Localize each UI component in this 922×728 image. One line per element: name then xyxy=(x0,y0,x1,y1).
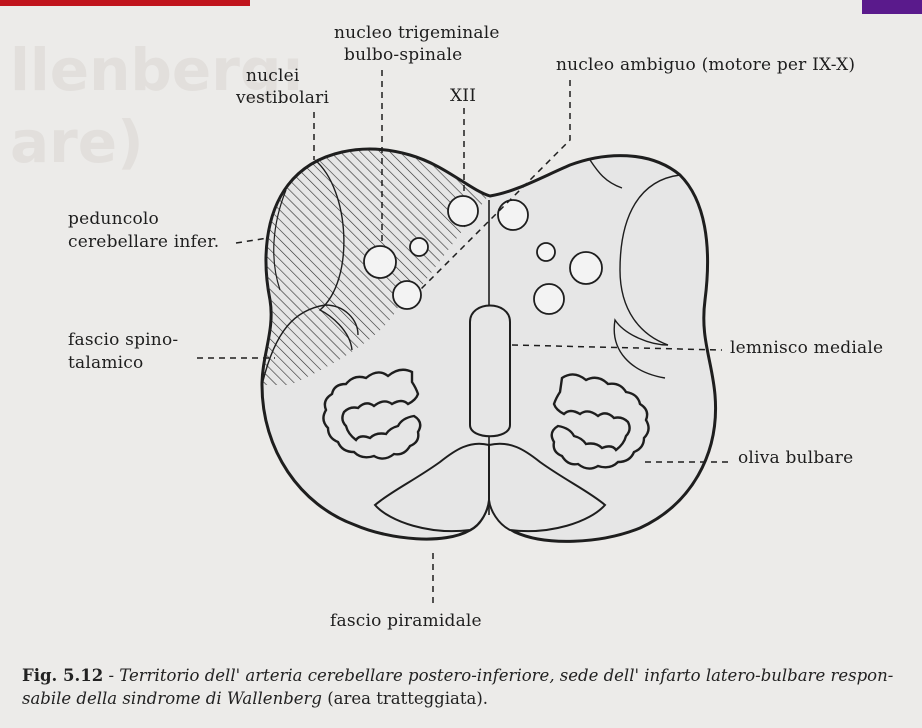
label-lemnisco-mediale: lemnisco mediale xyxy=(730,338,883,359)
leader-peduncolo xyxy=(236,238,268,243)
caption-plain-text: (area tratteggiata). xyxy=(322,689,488,708)
label-oliva-bulbare: oliva bulbare xyxy=(738,448,853,469)
nucleus-right-lower xyxy=(534,284,564,314)
trigeminal-nucleus-left xyxy=(364,246,396,278)
label-xii: XII xyxy=(450,86,476,107)
label-nuclei-vestibolari-2: vestibolari xyxy=(236,88,329,109)
nucleus-left-lower xyxy=(393,281,421,309)
medial-lemniscus xyxy=(470,306,510,437)
label-fascio-spino-2: talamico xyxy=(68,353,143,374)
label-nucleo-ambiguo: nucleo ambiguo (motore per IX-X) xyxy=(556,55,855,76)
xii-nucleus-right xyxy=(498,200,528,230)
label-nuclei-vestibolari-1: nuclei xyxy=(246,66,300,87)
label-fascio-spino-1: fascio spino- xyxy=(68,330,178,351)
label-fascio-piramidale: fascio piramidale xyxy=(330,611,482,632)
ambiguus-nucleus-right xyxy=(537,243,555,261)
top-bar-red xyxy=(0,0,250,6)
caption-fig-number: Fig. 5.12 xyxy=(22,666,103,685)
label-nucleo-trigeminale-2: bulbo-spinale xyxy=(344,45,462,66)
ambiguus-nucleus-left xyxy=(410,238,428,256)
label-peduncolo-1: peduncolo xyxy=(68,209,159,230)
label-peduncolo-2: cerebellare infer. xyxy=(68,232,219,253)
caption-dash: - xyxy=(103,666,119,685)
figure-caption: Fig. 5.12 - Territorio dell' arteria cer… xyxy=(22,664,902,710)
trigeminal-nucleus-right xyxy=(570,252,602,284)
label-nucleo-trigeminale-1: nucleo trigeminale xyxy=(334,23,500,44)
xii-nucleus-left xyxy=(448,196,478,226)
top-bar-purple xyxy=(862,0,922,14)
